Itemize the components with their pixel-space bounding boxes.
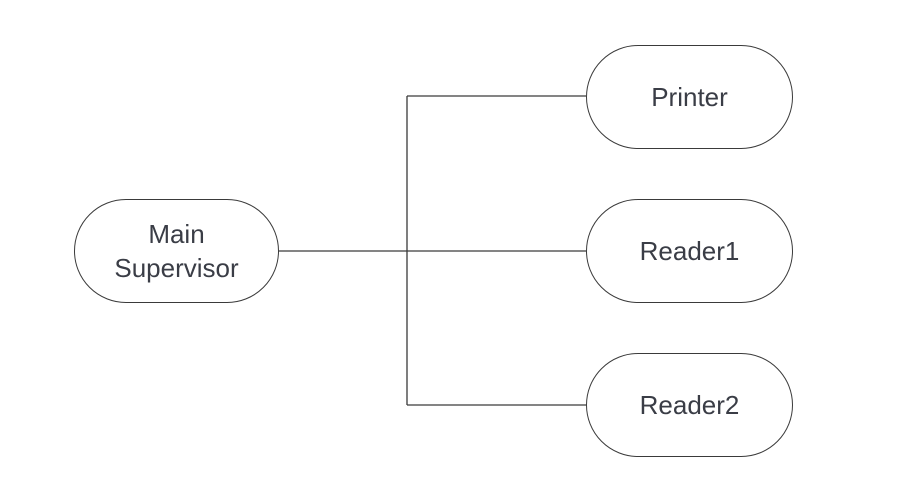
- main-supervisor-node: Main Supervisor: [74, 199, 279, 303]
- reader1-node: Reader1: [586, 199, 793, 303]
- main-supervisor-label-line2: Supervisor: [114, 253, 239, 283]
- reader1-label: Reader1: [639, 236, 740, 266]
- reader2-node: Reader2: [586, 353, 793, 457]
- reader2-label: Reader2: [639, 390, 740, 420]
- printer-node: Printer: [586, 45, 793, 149]
- main-supervisor-label-line1: Main: [148, 219, 205, 249]
- printer-label: Printer: [651, 82, 728, 112]
